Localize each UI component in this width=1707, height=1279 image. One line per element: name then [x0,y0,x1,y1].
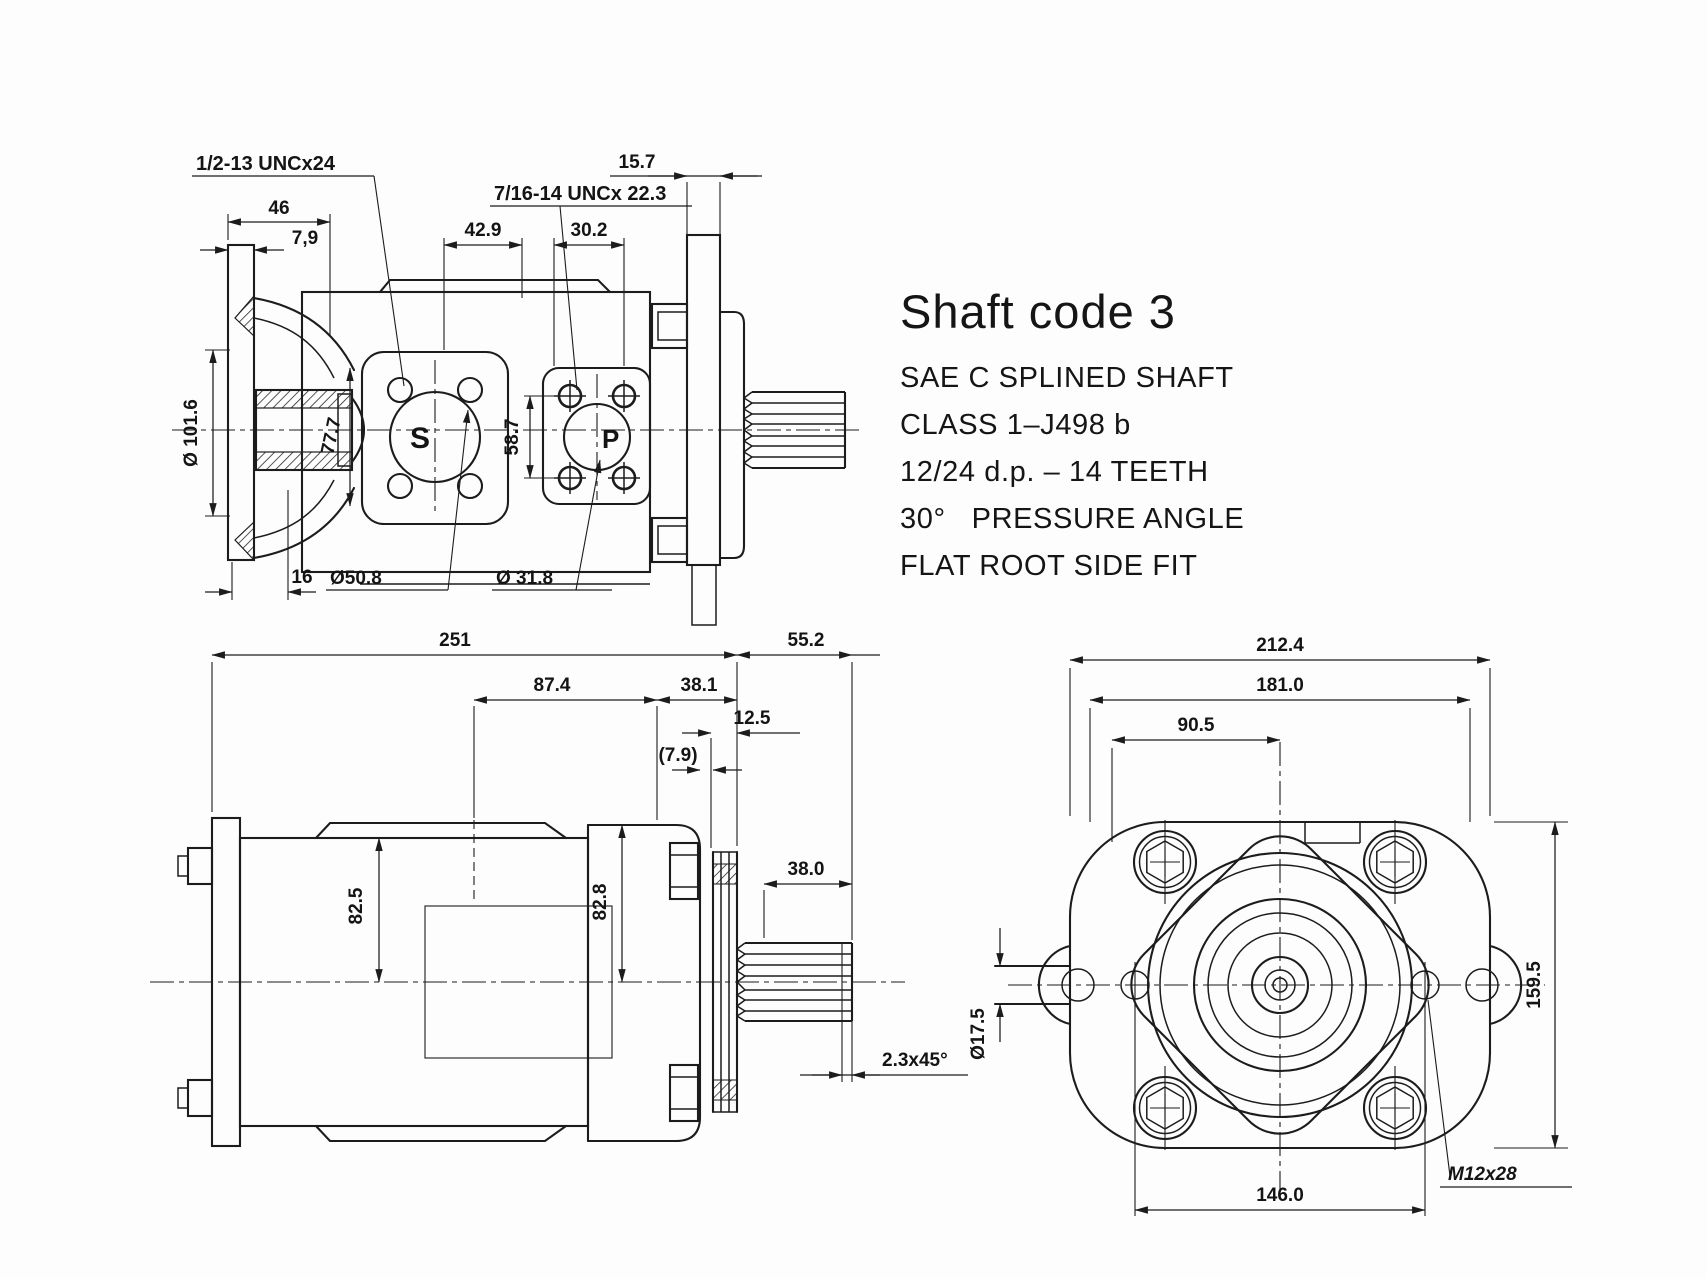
dim-251: 251 [439,630,471,651]
front-body [300,278,652,585]
dim-thread-left: 1/2-13 UNCx24 [196,153,336,175]
dim-212-4: 212.4 [1256,635,1304,656]
dim-dia-50-8: Ø50.8 [330,568,382,589]
dim-chamfer: 2.3x45° [882,1050,948,1071]
dim-12-5: 12.5 [734,708,771,729]
note-line-3: 12/24 d.p. – 14 TEETH [900,456,1209,488]
dim-38-0: 38.0 [788,859,825,880]
dim-46: 46 [268,198,289,219]
rear-bolts [1132,820,1428,1150]
dim-38-1: 38.1 [681,675,718,696]
dim-thread-right: 7/16-14 UNCx 22.3 [494,183,666,205]
dim-7-9-ref: (7.9) [658,745,697,766]
front-view: S P [172,152,862,626]
bolt-top-right [1362,820,1428,904]
dim-30-2: 30.2 [571,220,608,241]
rear-body [993,820,1523,1150]
pressure-port-flange: P [541,366,652,506]
dim-55-2: 55.2 [788,630,825,651]
dim-146-0: 146.0 [1256,1185,1304,1206]
port-p-label: P [602,424,619,454]
front-dimensions: 1/2-13 UNCx24 46 7,9 42.9 30.2 7/16-14 U… [181,152,762,600]
dim-159-5: 159.5 [1524,961,1545,1009]
port-s-label: S [410,422,430,455]
dim-82-5: 82.5 [346,887,367,924]
rear-shaft-boss [1146,851,1414,1119]
note-line-5: FLAT ROOT SIDE FIT [900,550,1198,582]
splined-shaft [742,390,847,470]
note-line-2: CLASS 1–J498 b [900,409,1131,441]
bolt-bottom-right [1362,1066,1428,1150]
dim-15-7: 15.7 [619,152,656,173]
dim-58-7: 58.7 [502,419,523,456]
front-shaft-end [650,233,847,626]
dim-thread-m12: M12x28 [1448,1164,1517,1185]
dim-77-7: 77.7 [318,416,346,457]
dim-87-4: 87.4 [534,675,571,696]
bolt-bottom-left [1132,1066,1198,1150]
dim-82-8: 82.8 [590,884,611,921]
rear-dimensions: 212.4 181.0 90.5 159.5 Ø17.5 146.0 [968,635,1572,1216]
note-line-4: 30° PRESSURE ANGLE [900,503,1245,535]
note-block: Shaft code 3 SAE C SPLINED SHAFT CLASS 1… [900,287,1420,590]
side-dimensions: 251 55.2 87.4 38.1 12.5 (7.9) 38.0 [211,630,968,1082]
side-body [238,821,739,1143]
dim-dia-17-5: Ø17.5 [968,1008,989,1060]
dim-42-9: 42.9 [465,220,502,241]
dim-dia-31-8: Ø 31.8 [496,568,553,589]
note-title: Shaft code 3 [900,285,1176,338]
suction-port-flange: S [360,350,510,526]
note-line-1: SAE C SPLINED SHAFT [900,362,1234,394]
dim-90-5: 90.5 [1178,715,1215,736]
rear-view: 212.4 181.0 90.5 159.5 Ø17.5 146.0 [968,635,1572,1216]
dim-dia-101-6: Ø 101.6 [181,399,202,467]
bolt-top-left [1132,820,1198,904]
dim-7-9: 7,9 [292,228,318,249]
dim-181-0: 181.0 [1256,675,1304,696]
side-splined-shaft [735,941,854,1023]
side-view: 251 55.2 87.4 38.1 12.5 (7.9) 38.0 [150,630,968,1148]
dim-16: 16 [291,567,312,588]
